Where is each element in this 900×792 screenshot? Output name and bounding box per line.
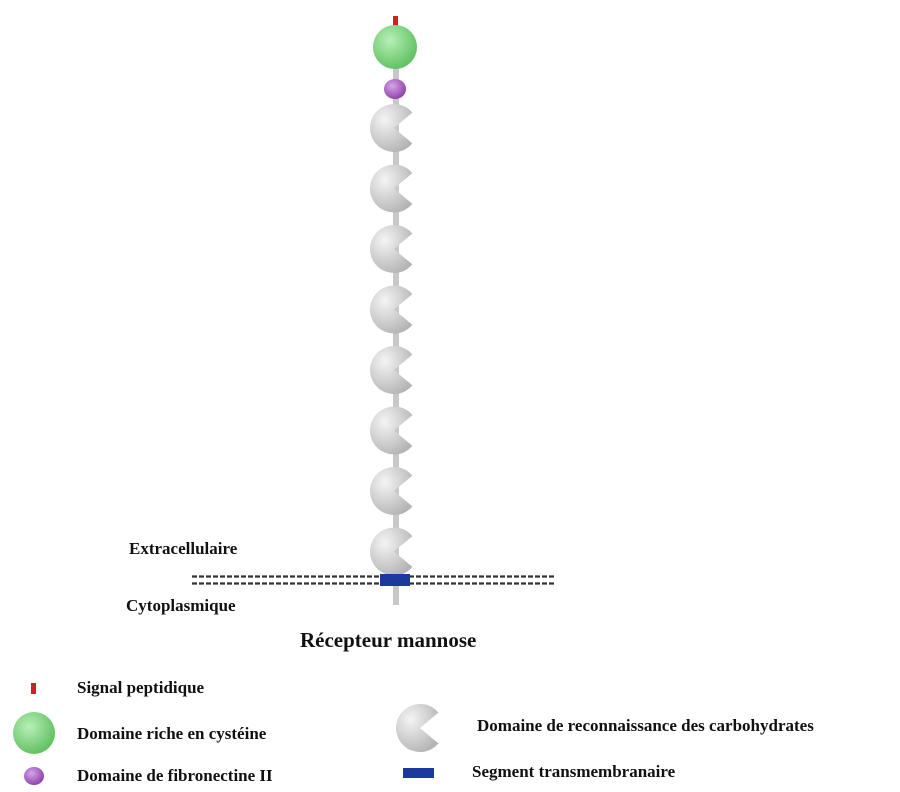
legend-label-signal: Signal peptidique xyxy=(77,678,205,697)
crd-domain xyxy=(370,346,413,394)
transmembrane-segment xyxy=(380,574,410,586)
fibronectin-domain-icon xyxy=(24,767,44,785)
crd-domain xyxy=(370,104,413,152)
crd-domain xyxy=(370,164,413,213)
cytoplasmic-label: Cytoplasmique xyxy=(126,596,236,615)
legend-label-cysteine: Domaine riche en cystéine xyxy=(77,724,267,743)
signal-peptide xyxy=(393,16,398,26)
diagram-title: Récepteur mannose xyxy=(300,628,477,652)
legend-label-crd: Domaine de reconnaissance des carbohydra… xyxy=(477,716,814,735)
crd-domain xyxy=(370,406,413,455)
transmembrane-segment-icon xyxy=(403,768,434,778)
legend-label-transmembrane: Segment transmembranaire xyxy=(472,762,676,781)
crd-domain xyxy=(370,225,413,273)
fibronectin-domain xyxy=(384,79,406,99)
crd-legend-shape xyxy=(396,704,439,752)
cysteine-rich-domain-icon xyxy=(13,712,55,754)
crd-domain xyxy=(370,467,413,516)
carbohydrate-recognition-domain-icon xyxy=(396,704,439,752)
crd-domain xyxy=(370,527,413,576)
legend-label-fibronectin: Domaine de fibronectine II xyxy=(77,766,273,785)
carbohydrate-recognition-domains xyxy=(370,104,413,576)
cysteine-rich-domain xyxy=(373,25,417,69)
extracellular-label: Extracellulaire xyxy=(129,539,238,558)
signal-peptide-icon xyxy=(31,683,36,694)
cell-membrane xyxy=(192,575,555,585)
crd-domain xyxy=(370,285,413,334)
